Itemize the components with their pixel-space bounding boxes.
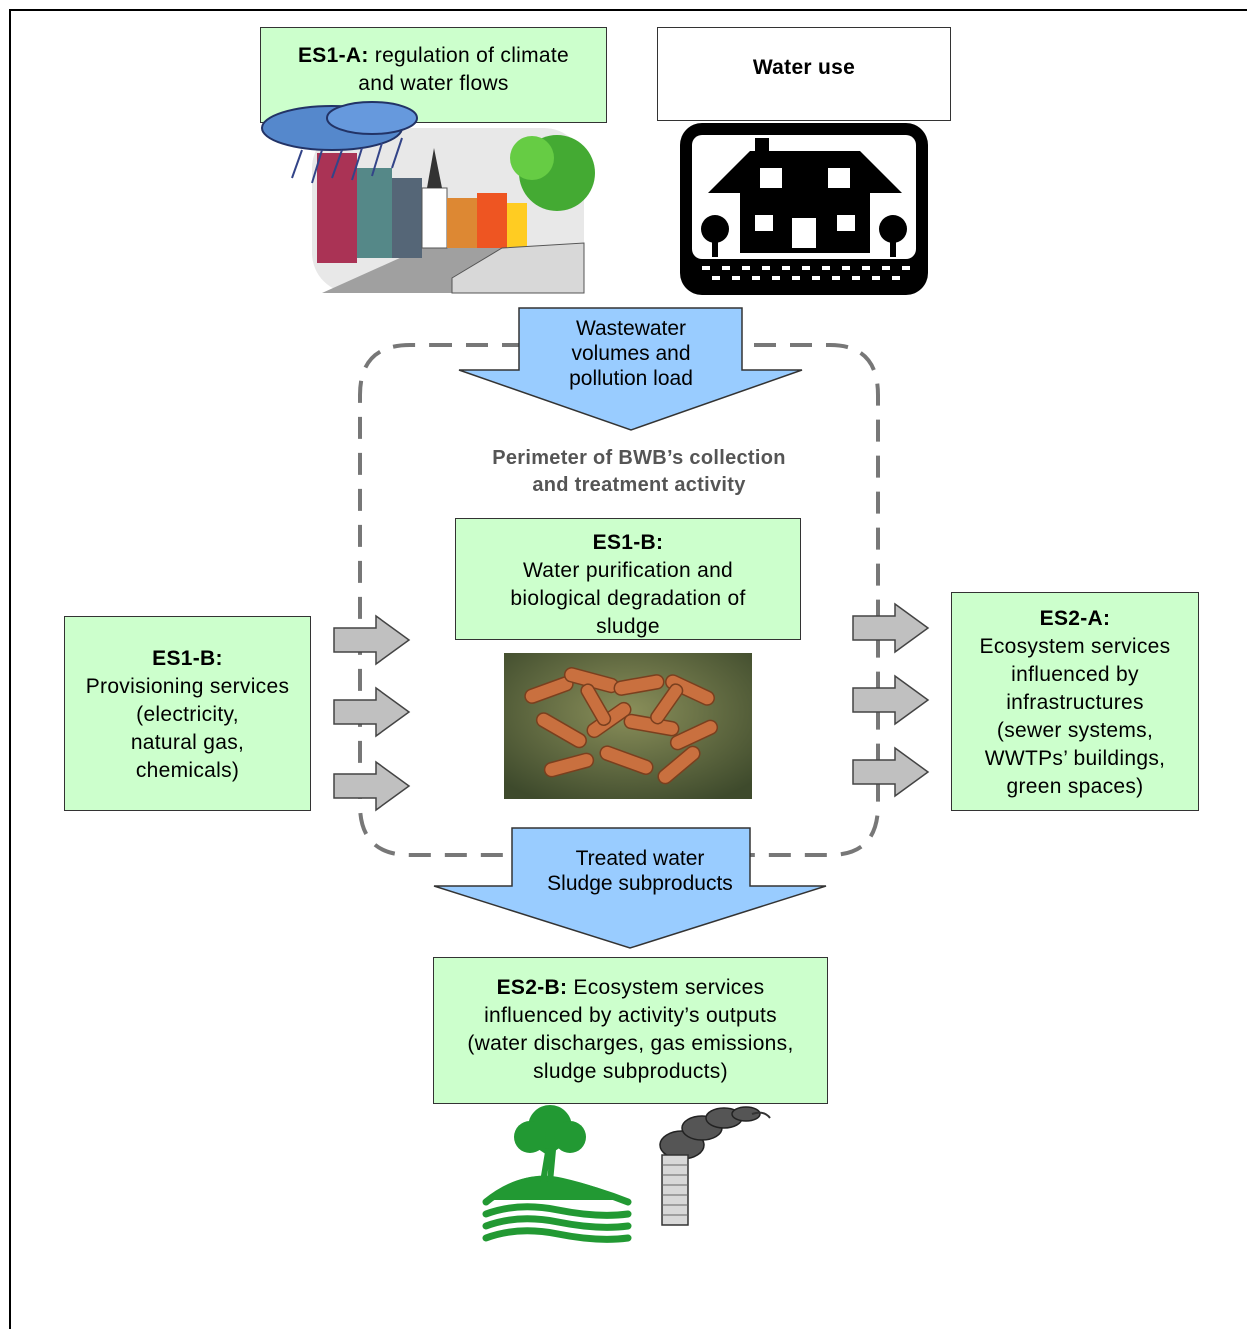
perimeter-label: Perimeter of BWB’s collection and treatm…: [450, 445, 828, 499]
es2a-line-3: infrastructures: [1006, 691, 1144, 714]
es2b-line-3: sludge subproducts): [533, 1060, 728, 1083]
output-arrows-right: [852, 602, 930, 798]
water-use-box: Water use: [657, 27, 951, 121]
grey-arrow-icon: [333, 760, 411, 812]
es2a-line-1: Ecosystem services: [979, 635, 1171, 658]
es1b-left-line-3: natural gas,: [130, 731, 245, 754]
inflow-line-3: pollution load: [569, 367, 693, 390]
es1b-center-line-1: Water purification and: [522, 559, 734, 582]
outflow-line-1: Treated water: [575, 847, 705, 870]
bacteria-icon: [504, 653, 752, 799]
es2b-line-2: (water discharges, gas emissions,: [467, 1032, 794, 1055]
es1b-center-line-2: biological degradation of: [510, 587, 746, 610]
es2b-text: Ecosystem services: [573, 976, 765, 999]
figure-frame: [9, 9, 1247, 1329]
es1a-tag: ES1-A:: [297, 44, 369, 67]
inflow-line-2: volumes and: [571, 342, 691, 365]
grey-arrow-icon: [852, 602, 930, 654]
es2b-box: ES2-B: Ecosystem services influenced by …: [433, 957, 828, 1104]
grey-arrow-icon: [852, 674, 930, 726]
tree-landscape-icon: [482, 1105, 632, 1243]
es1a-text-line2: and water flows: [358, 72, 509, 95]
es1b-left-line-2: (electricity,: [136, 703, 239, 726]
outflow-arrow-label: Treated water Sludge subproducts: [515, 846, 765, 896]
es1b-left-line-1: Provisioning services: [85, 675, 290, 698]
inflow-arrow: [458, 307, 803, 431]
es2a-tag: ES2-A:: [1039, 607, 1111, 630]
es2b-tag: ES2-B:: [496, 976, 568, 999]
es2b-line-1: influenced by activity’s outputs: [484, 1004, 777, 1027]
es1b-center-box: ES1-B: Water purification and biological…: [455, 518, 801, 640]
house-icon: [680, 123, 928, 295]
es1b-left-line-4: chemicals): [135, 759, 240, 782]
grey-arrow-icon: [852, 746, 930, 798]
smokestack-icon: [659, 1106, 771, 1226]
perimeter-line-1: Perimeter of BWB’s collection: [492, 447, 786, 469]
city-street-icon: [261, 101, 595, 294]
es1b-center-line-3: sludge: [596, 615, 660, 638]
inflow-arrow-label: Wastewater volumes and pollution load: [520, 316, 742, 391]
grey-arrow-icon: [333, 686, 411, 738]
es1b-left-tag: ES1-B:: [152, 647, 223, 670]
es2a-line-2: influenced by: [1011, 663, 1139, 686]
perimeter-line-2: and treatment activity: [532, 474, 746, 496]
outflow-arrow: [433, 827, 827, 949]
es2a-box: ES2-A: Ecosystem services influenced by …: [951, 592, 1199, 811]
es1b-center-tag: ES1-B:: [592, 531, 664, 554]
es1b-provisioning-box: ES1-B: Provisioning services (electricit…: [64, 616, 311, 811]
water-use-label: Water use: [752, 56, 856, 79]
input-arrows-left: [333, 614, 411, 812]
es2a-line-6: green spaces): [1006, 775, 1144, 798]
es1a-text: regulation of climate: [374, 44, 570, 67]
inflow-line-1: Wastewater: [575, 317, 687, 340]
grey-arrow-icon: [333, 614, 411, 666]
outflow-line-2: Sludge subproducts: [547, 872, 733, 895]
es2a-line-5: WWTPs’ buildings,: [984, 747, 1166, 770]
es2a-line-4: (sewer systems,: [996, 719, 1154, 742]
